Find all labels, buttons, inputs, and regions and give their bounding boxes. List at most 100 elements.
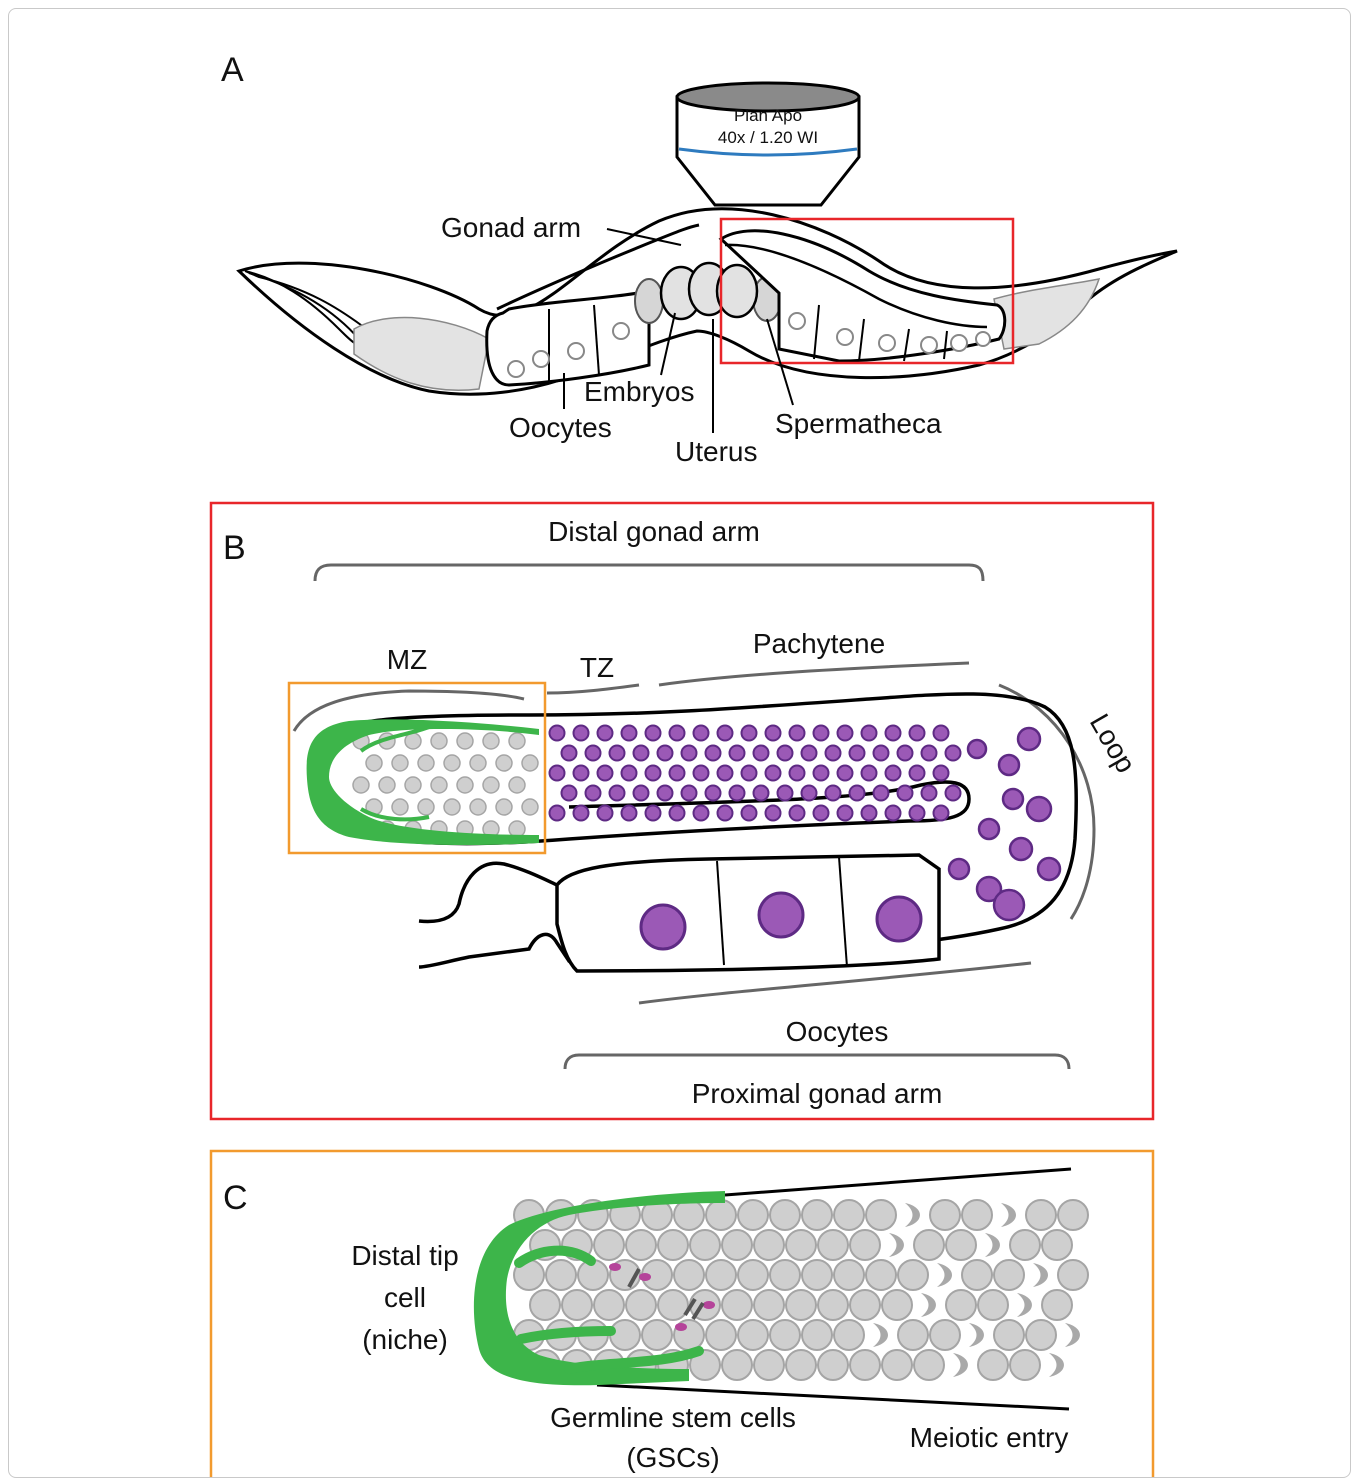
meiotic-nucleus xyxy=(1010,838,1032,860)
meiotic-nucleus xyxy=(694,726,709,741)
label-tz: TZ xyxy=(580,652,614,683)
gsc-nucleus xyxy=(978,1350,1008,1380)
meiotic-nucleus xyxy=(934,806,949,821)
gonad-top-edge-c xyxy=(725,1169,1071,1195)
label-pachytene: Pachytene xyxy=(753,628,885,659)
panel-a: A Plan Apo 40x / 1.20 WI xyxy=(221,51,1177,467)
germ-cell-nucleus xyxy=(392,799,408,815)
gsc-nucleus xyxy=(786,1350,816,1380)
gsc-nucleus xyxy=(706,1320,736,1350)
gsc-nucleus xyxy=(978,1290,1008,1320)
gsc-nucleus xyxy=(834,1200,864,1230)
label-distal-tip-1: Distal tip xyxy=(351,1240,458,1271)
label-oocytes-a: Oocytes xyxy=(509,412,612,443)
meiotic-nucleus xyxy=(814,766,829,781)
gsc-nucleus xyxy=(834,1320,864,1350)
germ-cell-nucleus xyxy=(483,777,499,793)
meiotic-nucleus xyxy=(586,746,601,761)
germ-cell-nucleus xyxy=(353,777,369,793)
germ-cell-nucleus xyxy=(457,733,473,749)
oocyte-nucleus-large xyxy=(759,893,803,937)
meiotic-nucleus xyxy=(874,786,889,801)
meiotic-nucleus xyxy=(790,726,805,741)
meiotic-nucleus xyxy=(994,890,1024,920)
gsc-nucleus xyxy=(754,1350,784,1380)
gsc-nucleus xyxy=(722,1230,752,1260)
meiotic-nucleus xyxy=(754,786,769,801)
label-spermatheca: Spermatheca xyxy=(775,408,942,439)
meiotic-crescent xyxy=(1001,1203,1016,1227)
meiotic-nucleus xyxy=(634,746,649,761)
gsc-nucleus xyxy=(674,1260,704,1290)
meiotic-nucleus xyxy=(802,746,817,761)
meiotic-nucleus xyxy=(670,726,685,741)
meiotic-nucleus xyxy=(838,726,853,741)
gsc-nucleus xyxy=(802,1200,832,1230)
meiotic-nucleus xyxy=(730,786,745,801)
oocyte-nucleus xyxy=(533,351,549,367)
oocyte-nucleus xyxy=(613,323,629,339)
meiotic-nucleus xyxy=(790,806,805,821)
meiotic-nucleus xyxy=(1018,728,1040,750)
gsc-nucleus xyxy=(1026,1200,1056,1230)
gsc-nucleus xyxy=(994,1260,1024,1290)
gsc-nucleus xyxy=(882,1350,912,1380)
germ-cell-nucleus xyxy=(457,777,473,793)
meiotic-nucleus xyxy=(886,766,901,781)
gsc-nucleus xyxy=(594,1230,624,1260)
gsc-nucleus xyxy=(898,1320,928,1350)
germ-cell-nucleus xyxy=(496,799,512,815)
gsc-nucleus xyxy=(562,1290,592,1320)
objective-label-2: 40x / 1.20 WI xyxy=(718,128,818,147)
germ-cell-nucleus xyxy=(431,777,447,793)
oocyte-nucleus xyxy=(951,335,967,351)
meiotic-nucleus xyxy=(658,746,673,761)
gsc-nucleus xyxy=(722,1290,752,1320)
figure-canvas: A Plan Apo 40x / 1.20 WI xyxy=(9,9,1351,1478)
meiotic-nucleus xyxy=(598,766,613,781)
germ-cell-nucleus xyxy=(509,777,525,793)
meiotic-nucleus xyxy=(778,746,793,761)
meiotic-nucleus xyxy=(968,740,986,758)
gsc-nucleus xyxy=(930,1320,960,1350)
label-gsc-1: Germline stem cells xyxy=(550,1402,796,1433)
label-proximal-gonad-arm: Proximal gonad arm xyxy=(692,1078,943,1109)
meiotic-nucleus xyxy=(850,746,865,761)
meiotic-crescent xyxy=(905,1203,920,1227)
label-embryos: Embryos xyxy=(584,376,694,407)
gsc-nucleus xyxy=(898,1260,928,1290)
meiotic-nucleus xyxy=(898,746,913,761)
germ-cell-nucleus xyxy=(379,777,395,793)
gsc-nucleus xyxy=(1042,1290,1072,1320)
gsc-nucleus xyxy=(626,1290,656,1320)
label-meiotic-entry: Meiotic entry xyxy=(910,1422,1069,1453)
germ-cell-nucleus xyxy=(470,755,486,771)
meiotic-nucleus xyxy=(838,766,853,781)
meiotic-nucleus xyxy=(802,786,817,801)
gsc-nucleus xyxy=(962,1200,992,1230)
meiotic-nucleus xyxy=(718,766,733,781)
germ-cell-nucleus xyxy=(405,777,421,793)
gsc-nucleus xyxy=(1026,1320,1056,1350)
gsc-nucleus xyxy=(610,1320,640,1350)
oocyte-nucleus-large xyxy=(877,897,921,941)
meiotic-crescent xyxy=(969,1323,984,1347)
oocyte-nucleus xyxy=(879,335,895,351)
meiotic-nucleus xyxy=(646,766,661,781)
meiotic-nucleus xyxy=(934,726,949,741)
meiotic-nucleus xyxy=(922,746,937,761)
meiotic-nucleus xyxy=(886,726,901,741)
gsc-nucleus xyxy=(738,1320,768,1350)
meiotic-nucleus xyxy=(658,786,673,801)
gsc-nucleus xyxy=(690,1230,720,1260)
meiotic-nucleus xyxy=(694,806,709,821)
meiotic-nucleus xyxy=(979,819,999,839)
gsc-nucleus xyxy=(818,1290,848,1320)
meiotic-nucleus xyxy=(718,726,733,741)
gsc-nucleus xyxy=(914,1350,944,1380)
meiotic-nucleus xyxy=(610,786,625,801)
gsc-nucleus xyxy=(594,1290,624,1320)
meiotic-nucleus xyxy=(898,786,913,801)
meiotic-nucleus xyxy=(778,786,793,801)
gsc-nucleus xyxy=(946,1290,976,1320)
